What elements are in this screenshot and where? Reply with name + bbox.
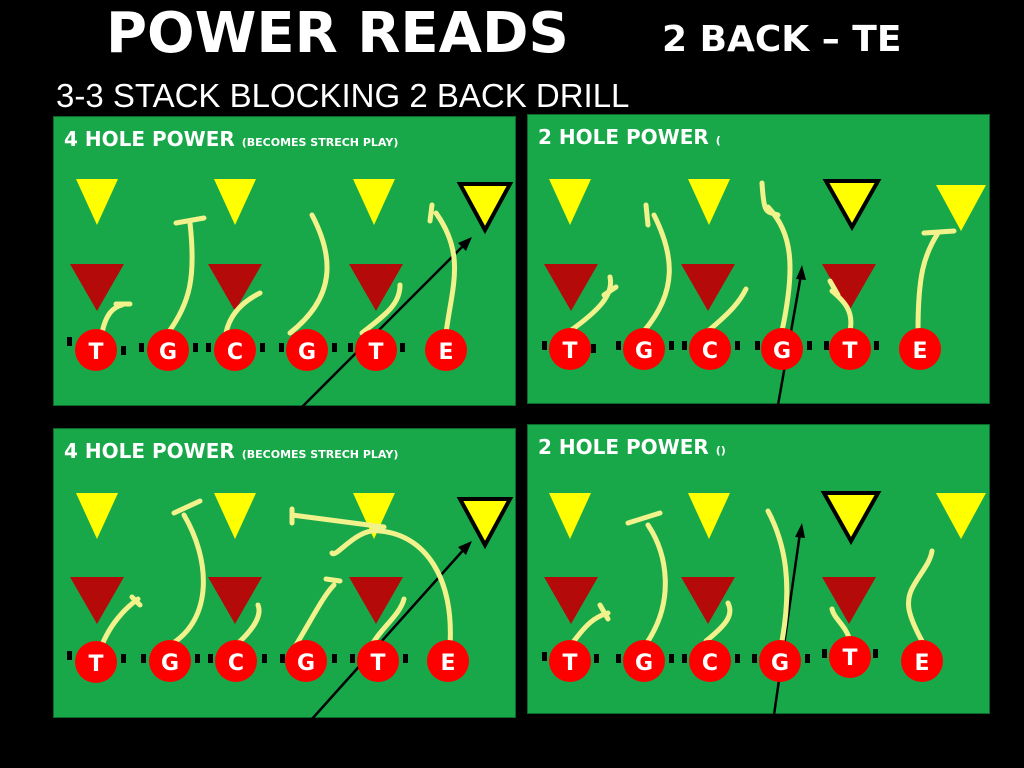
linebackers <box>76 493 514 550</box>
panel-title-note: ( <box>715 134 721 147</box>
panel-title: 4 HOLE POWER (BECOMES STRECH PLAY) <box>64 127 398 151</box>
player-label: C <box>702 339 718 364</box>
offensive-line <box>542 636 943 682</box>
blocking-routes <box>99 498 453 648</box>
panel-title-note: (BECOMES STRECH PLAY) <box>241 448 399 461</box>
play-diagram-1: T G C G T E <box>67 179 514 407</box>
player-label: T <box>842 339 857 364</box>
offensive-line <box>542 328 941 370</box>
linebackers <box>76 179 514 235</box>
panel-title-text: 4 HOLE POWER <box>64 439 235 463</box>
main-title: POWER READS <box>106 1 569 66</box>
player-label: T <box>842 646 857 671</box>
player-label: G <box>771 651 789 676</box>
player-label: T <box>562 651 577 676</box>
player-label: E <box>914 651 929 676</box>
panel-title-text: 2 HOLE POWER <box>538 125 709 149</box>
player-label: C <box>227 340 243 365</box>
panel-title-note: (BECOMES STRECH PLAY) <box>241 136 399 149</box>
defensive-linemen <box>544 577 876 624</box>
player-label: G <box>773 339 791 364</box>
player-label: T <box>368 340 383 365</box>
play-diagram-3: T G C G T E <box>67 493 514 719</box>
play-panel-4: T G C G T E 2 HOLE POWER () <box>527 424 990 715</box>
defensive-linemen <box>70 264 403 311</box>
player-label: T <box>562 339 577 364</box>
defensive-linemen <box>70 577 403 624</box>
panel-title-note: () <box>715 444 726 457</box>
ball-carrier-path <box>301 242 467 407</box>
offensive-line <box>67 329 467 371</box>
play-panel-3: T G C G T E 4 HOLE POWER (BECOMES STRECH… <box>53 428 516 719</box>
panel-title-text: 4 HOLE POWER <box>64 127 235 151</box>
play-panel-1: T G C G T E 4 HOLE POWER (BECOMES STRECH… <box>53 116 516 407</box>
linebackers <box>549 179 986 232</box>
player-label: E <box>438 340 453 365</box>
side-title: 2 BACK – TE <box>662 19 902 60</box>
player-label: E <box>440 651 455 676</box>
player-label: G <box>297 651 315 676</box>
player-label: G <box>159 340 177 365</box>
play-diagram-2: T G C G T E <box>542 179 986 405</box>
player-label: T <box>88 340 103 365</box>
player-label: T <box>88 652 103 677</box>
blocking-routes <box>99 202 457 336</box>
player-label: G <box>635 339 653 364</box>
panel-title: 2 HOLE POWER () <box>538 435 726 459</box>
panel-title: 2 HOLE POWER ( <box>538 125 721 149</box>
player-label: C <box>228 651 244 676</box>
player-label: T <box>370 651 385 676</box>
offensive-line <box>67 640 469 683</box>
blocking-routes <box>571 508 935 644</box>
panel-title-text: 2 HOLE POWER <box>538 435 709 459</box>
linebackers <box>549 491 986 546</box>
play-panel-2: T G C G T E 2 HOLE POWER ( <box>527 114 990 405</box>
player-label: G <box>161 651 179 676</box>
blocking-routes <box>567 180 957 334</box>
subtitle: 3-3 STACK BLOCKING 2 BACK DRILL <box>56 77 630 114</box>
player-label: E <box>912 339 927 364</box>
panel-title: 4 HOLE POWER (BECOMES STRECH PLAY) <box>64 439 398 463</box>
player-label: G <box>635 651 653 676</box>
play-diagram-4: T G C G T E <box>542 491 986 715</box>
ball-carrier-path <box>311 546 467 719</box>
player-label: C <box>702 651 718 676</box>
player-label: G <box>298 340 316 365</box>
defensive-linemen <box>544 264 876 311</box>
